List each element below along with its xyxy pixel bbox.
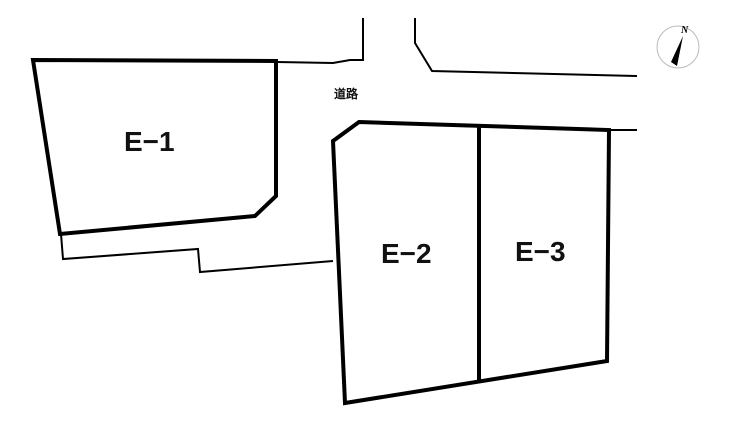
compass-icon bbox=[656, 25, 700, 69]
lot-label-e2: E−2 bbox=[381, 238, 432, 269]
lot-e1-outline bbox=[30, 57, 278, 237]
lot-label-e3: E−3 bbox=[515, 236, 566, 267]
road-boundary-lines bbox=[60, 18, 638, 274]
north-compass: N bbox=[656, 25, 700, 69]
road-edge-top-left bbox=[276, 18, 364, 65]
road-label: 道路 bbox=[334, 87, 359, 101]
lot-label-e1: E−1 bbox=[124, 126, 175, 157]
compass-north-label: N bbox=[681, 25, 689, 36]
lot-e2-e3-outline bbox=[330, 119, 612, 406]
neighbor-boundary-lower bbox=[60, 233, 334, 274]
road-edge-top-right bbox=[414, 18, 638, 77]
lot-outlines bbox=[30, 57, 612, 406]
